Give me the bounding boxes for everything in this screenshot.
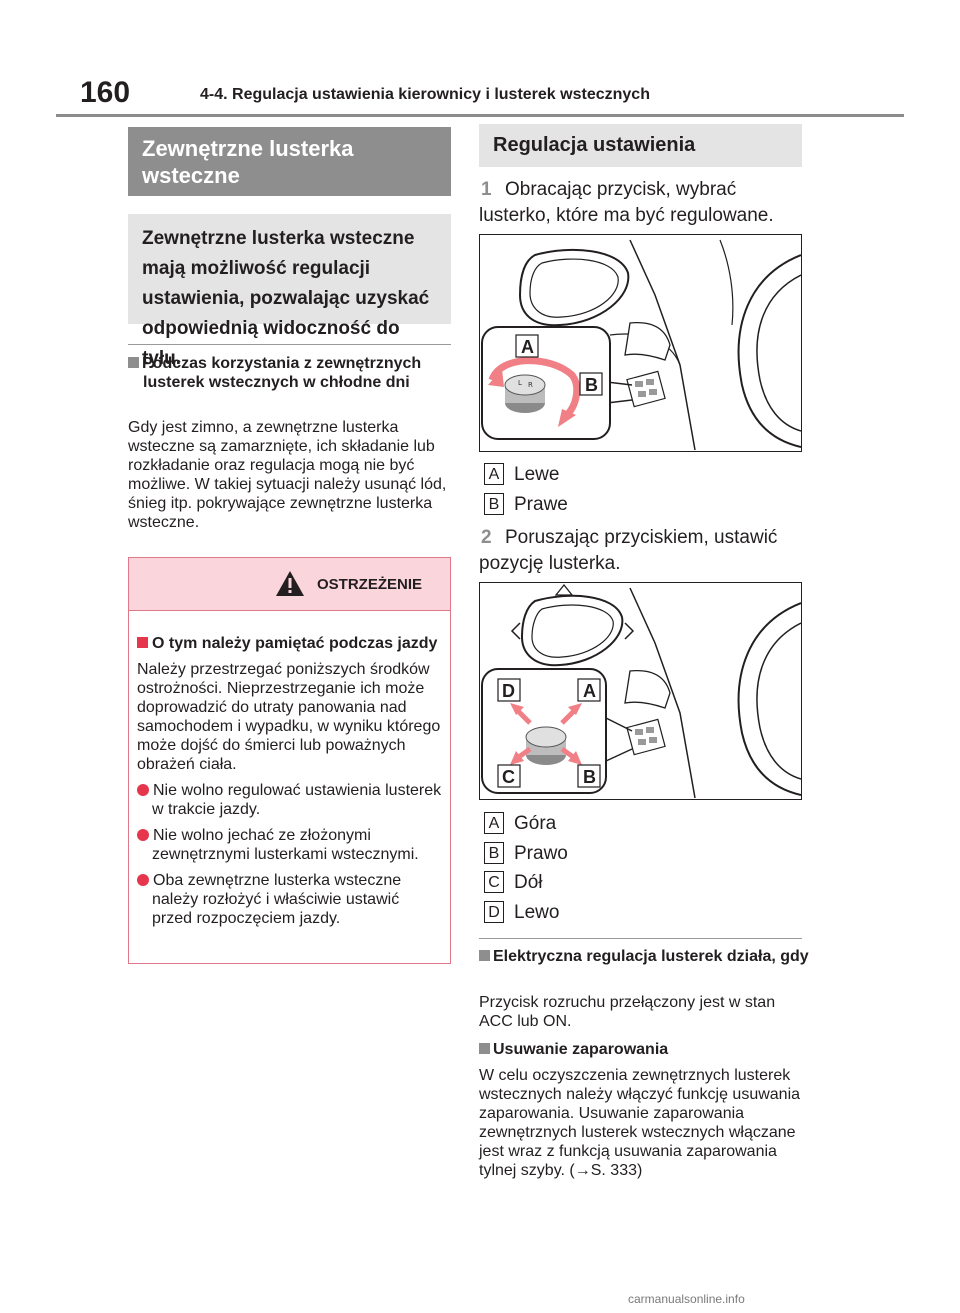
fig2-label: A [583,681,596,701]
section-title-text: Zewnętrzne lusterka wsteczne [142,136,354,188]
warning-bullet: Oba zewnętrzne lusterka wsteczne należy … [137,871,442,928]
defog-heading: Usuwanie zaparowania [479,1040,802,1059]
fig2-label: B [583,767,596,787]
page-number: 160 [80,76,131,109]
defog-text: W celu oczyszczenia zewnętrznych lustere… [479,1067,801,1179]
svg-text:R: R [528,381,533,389]
bullet-dot-icon [137,874,149,886]
electric-text: Przycisk rozruchu przełączony jest w sta… [479,994,776,1030]
intro-text: Zewnętrzne lusterka wsteczne mają możliw… [142,228,430,369]
warning-bullet: Nie wolno jechać ze złożonymi zewnętrzny… [137,826,442,864]
fig1-label: B [585,375,598,395]
warning-header: OSTRZEŻENIE [129,558,450,611]
chapter-title: 4-4. Regulacja ustawienia kierownicy i l… [200,86,650,103]
fig2-label: D [502,681,515,701]
divider [479,938,802,939]
svg-text:L: L [518,379,522,387]
square-bullet-icon [137,637,148,648]
bullet-dot-icon [137,829,149,841]
section-title-right: Regulacja ustawienia [479,124,802,167]
warning-title: OSTRZEŻENIE [317,576,423,593]
mirror-select-illustration: L R A B [481,239,801,451]
cold-text: Gdy jest zimno, a zewnętrzne lusterka ws… [128,419,447,531]
cold-heading: Podczas korzystania z zewnętrznych luste… [128,354,466,392]
warning-triangle-icon [276,571,304,596]
square-bullet-icon [479,1043,490,1054]
header-rule [56,114,904,117]
intro-box: Zewnętrzne lusterka wsteczne mają możliw… [128,214,451,369]
warning-text: Należy przestrzegać poniższych środków o… [137,661,441,773]
section-title-left: Zewnętrzne lusterka wsteczne [128,127,451,196]
square-bullet-icon [128,357,139,368]
mirror-adjust-illustration: D A C B [481,583,801,799]
fig1-label: A [521,337,534,357]
bullet-dot-icon [137,784,149,796]
warning-bullet: Nie wolno regulować ustawienia lusterek … [137,781,442,819]
electric-heading: Elektryczna regulacja lusterek działa, g… [479,947,817,966]
square-bullet-icon [479,950,490,961]
figure-mirror-select: L R A B [479,234,802,452]
warning-box: OSTRZEŻENIE O tym należy pamiętać podcza… [128,557,451,964]
figure-mirror-adjust: D A C B [479,582,802,800]
fig2-label: C [502,767,515,787]
warning-heading: O tym należy pamiętać podczas jazdy [137,634,442,653]
watermark: carmanualsonline.info [628,1292,745,1306]
divider [128,344,451,345]
